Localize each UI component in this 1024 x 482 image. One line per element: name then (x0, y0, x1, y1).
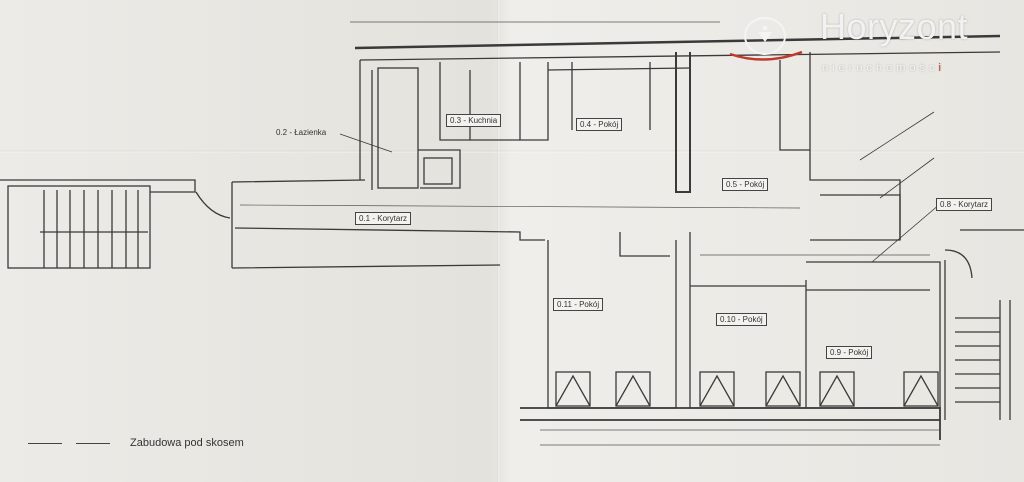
dimension-lines (239, 21, 940, 446)
kitchen-walls (439, 62, 520, 141)
room-label-corridor-08: 0.8 - Korytarz (936, 198, 993, 211)
brand-subtitle-text: nieruchomośc (822, 62, 939, 74)
room-05-wall (779, 60, 810, 151)
bath-fixture (423, 157, 453, 185)
brand-name: Horyzont (820, 6, 969, 47)
bottom-wall (520, 407, 941, 440)
leader-lines (339, 111, 941, 263)
top-wall-inner (359, 51, 1001, 61)
chimney-walls (519, 62, 549, 141)
corridor-door-swing (195, 191, 231, 219)
brand-subtitle-accent: i (938, 62, 945, 74)
room-011-outline (547, 240, 677, 409)
stair-wall (0, 179, 196, 193)
legend-dash (28, 442, 62, 444)
room-label-room-011: 0.11 - Pokój (553, 298, 604, 311)
legend-label: Zabudowa pod skosem (130, 437, 244, 449)
legend-dash (76, 442, 110, 444)
paper-fold-horizontal (0, 150, 1024, 153)
left-staircase (7, 185, 151, 269)
room-label-bathroom: 0.2 - Łazienka (276, 128, 327, 137)
room-label-corridor: 0.1 - Korytarz (355, 212, 412, 225)
window-niches (555, 371, 939, 407)
bathroom-outline (377, 67, 419, 189)
stair-treads (40, 190, 148, 268)
room-label-room-010: 0.10 - Pokój (716, 313, 767, 326)
brand-watermark: Horyzont nieruchomości (712, 4, 1012, 82)
brand-logo-icon (729, 17, 803, 61)
room-09-outline (806, 261, 941, 409)
room-04-top (547, 67, 691, 71)
bathroom-fixtures (418, 149, 461, 189)
room-label-room-05: 0.5 - Pokój (722, 178, 769, 191)
corridor-walls (231, 179, 545, 241)
room-label-room-04: 0.4 - Pokój (576, 118, 623, 131)
corridor-lower-wall (231, 182, 501, 269)
legend: Zabudowa pod skosem (28, 437, 244, 449)
right-door-swing (944, 249, 973, 279)
brand-subtitle: nieruchomości (822, 62, 945, 74)
right-stair-treads (955, 300, 1011, 420)
corridor-08-inner (810, 194, 901, 241)
room-04-dividers (571, 62, 651, 130)
right-stair-walls (944, 229, 1024, 420)
central-wall (675, 52, 691, 193)
room-011-inner (619, 232, 670, 257)
bathroom-left-wall (359, 60, 373, 190)
room-label-room-09: 0.9 - Pokój (826, 346, 873, 359)
room-label-kitchen: 0.3 - Kuchnia (446, 114, 502, 127)
top-wall (354, 34, 1001, 50)
paper-fold-vertical (497, 0, 501, 482)
